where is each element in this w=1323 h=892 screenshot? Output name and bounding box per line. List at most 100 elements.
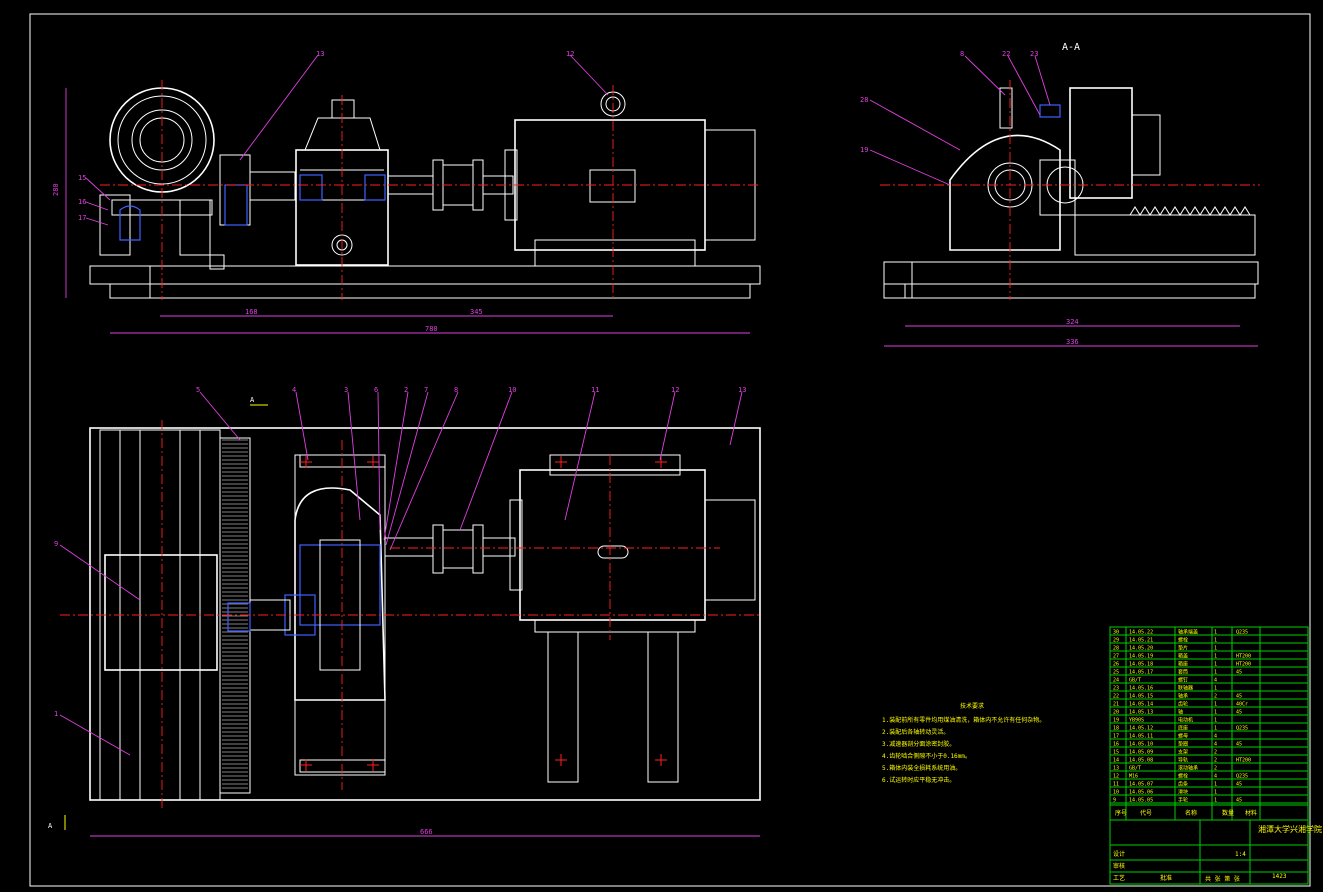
balloon-plan-1: 1 — [54, 710, 58, 718]
bom-cell: 齿轮 — [1178, 701, 1188, 708]
bom-cell: 12 — [1113, 774, 1119, 780]
balloon-plan-9: 9 — [54, 540, 58, 548]
bom-cell: 箱盖 — [1178, 653, 1188, 660]
bom-cell: 13 — [1113, 766, 1119, 772]
bom-cell: 套筒 — [1178, 669, 1188, 676]
bom-cell: HT200 — [1236, 662, 1251, 668]
rack-teeth — [222, 439, 248, 789]
balloon-side-23: 23 — [1030, 50, 1038, 58]
bom-cell: 2 — [1214, 750, 1217, 756]
bom-cell: 垫圈 — [1178, 741, 1188, 748]
bom-cell: 1 — [1214, 710, 1217, 716]
school-name: 湘潭大学兴湘学院 — [1258, 824, 1322, 834]
balloon-front-13: 13 — [316, 50, 324, 58]
bom-cell: 30 — [1113, 630, 1119, 636]
tb-reviewer: 审核 — [1113, 862, 1125, 870]
dim-front-d1: 168 — [245, 308, 258, 316]
technical-notes: 技术要求 1.装配前所有零件均用煤油清洗，箱体内不允许有任何杂物。 2.装配后各… — [882, 702, 1045, 784]
dim-front-total: 780 — [425, 325, 438, 333]
bom-cell: 14.05.14 — [1129, 702, 1153, 708]
bom-cell: 轴承端盖 — [1178, 629, 1198, 636]
bom-cell: 2 — [1214, 758, 1217, 764]
sheet-info: 共 张 第 张 — [1205, 875, 1240, 883]
note-line-5: 5.箱体内装全损耗系统用油。 — [882, 764, 961, 772]
tb-designer: 设计 — [1113, 850, 1125, 858]
balloon-plan-8: 8 — [454, 386, 458, 394]
bom-cell: 25 — [1113, 670, 1119, 676]
bom-cell: 45 — [1236, 742, 1242, 748]
bom-cell: 2 — [1214, 694, 1217, 700]
bom-cell: 22 — [1113, 694, 1119, 700]
section-label: A-A — [1062, 42, 1080, 53]
bom-header-name: 名称 — [1185, 809, 1197, 817]
bom-cell: 1 — [1214, 630, 1217, 636]
bom-cell: 14.05.08 — [1129, 758, 1153, 764]
balloon-front-16: 16 — [78, 198, 86, 206]
note-line-2: 2.装配后各轴转动灵活。 — [882, 728, 949, 736]
bom-cell: 14.05.10 — [1129, 742, 1153, 748]
scale: 1:4 — [1235, 851, 1246, 858]
balloon-plan-11: 11 — [591, 386, 599, 394]
balloon-plan-6: 6 — [374, 386, 378, 394]
bom-cell: 1 — [1214, 638, 1217, 644]
tb-process: 工艺 — [1113, 874, 1125, 882]
dim-plan-total: 666 — [420, 828, 433, 836]
bom-header-no: 序号 — [1115, 809, 1127, 817]
balloon-side-28: 28 — [860, 96, 868, 104]
balloon-side-8: 8 — [960, 50, 964, 58]
bom-cell: 27 — [1113, 654, 1119, 660]
bom-cell: 电动机 — [1178, 717, 1193, 724]
bom-cell: 20 — [1113, 710, 1119, 716]
balloon-plan-13: 13 — [738, 386, 746, 394]
bom-cell: 9 — [1113, 798, 1116, 804]
bolt-marks — [300, 456, 667, 771]
front-view: 280 168 345 780 13 12 15 16 17 — [52, 50, 761, 334]
bom-cell: Q235 — [1236, 726, 1248, 732]
bom-cell: 14.05.13 — [1129, 710, 1153, 716]
balloon-plan-12: 12 — [671, 386, 679, 394]
bom-cell: 1 — [1214, 798, 1217, 804]
drawing-frame — [29, 13, 1311, 887]
bom-cell: 28 — [1113, 646, 1119, 652]
bom-cell: YB90S — [1129, 718, 1144, 724]
bom-cell: 14.05.17 — [1129, 670, 1153, 676]
bom-cell: 4 — [1214, 774, 1217, 780]
balloon-plan-2: 2 — [404, 386, 408, 394]
bom-cell: 45 — [1236, 710, 1242, 716]
balloon-front-17: 17 — [78, 214, 86, 222]
bom-cell: 1 — [1214, 646, 1217, 652]
section-mark-top: A — [250, 396, 255, 404]
balloon-front-12: 12 — [566, 50, 574, 58]
dim-side-total: 336 — [1066, 338, 1079, 346]
bom-cell: 底座 — [1178, 725, 1188, 732]
bom-cell: 40Cr — [1236, 702, 1248, 708]
bom-cell: 1 — [1214, 726, 1217, 732]
bom-cell: 轴 — [1178, 709, 1183, 716]
bom-cell: 15 — [1113, 750, 1119, 756]
section-mark-bottom: A — [48, 822, 53, 830]
bom-cell: 17 — [1113, 734, 1119, 740]
bom-cell: 1 — [1214, 782, 1217, 788]
balloon-front-15: 15 — [78, 174, 86, 182]
bom-cell: 手轮 — [1178, 797, 1188, 804]
notes-title: 技术要求 — [960, 702, 984, 710]
balloon-side-19: 19 — [860, 146, 868, 154]
bom-header-qty: 数量 — [1222, 809, 1234, 817]
bom-cell: 滑块 — [1178, 789, 1188, 796]
bom-cell: 螺栓 — [1178, 637, 1188, 644]
bom-cell: 14.05.19 — [1129, 654, 1153, 660]
bom-cell: 螺母 — [1178, 733, 1188, 740]
bom-cell: 1 — [1214, 702, 1217, 708]
bom-cell: 23 — [1113, 686, 1119, 692]
drawing-number: 1423 — [1272, 873, 1287, 880]
bom-cell: 14.05.05 — [1129, 798, 1153, 804]
bom-cell: 45 — [1236, 694, 1242, 700]
bom-cell: 14.05.09 — [1129, 750, 1153, 756]
dim-front-d2: 345 — [470, 308, 483, 316]
bom-cell: 45 — [1236, 798, 1242, 804]
note-line-6: 6.试运转时应平稳无冲击。 — [882, 776, 955, 784]
balloon-plan-5: 5 — [196, 386, 200, 394]
bom-cell: 轴承 — [1178, 693, 1188, 700]
